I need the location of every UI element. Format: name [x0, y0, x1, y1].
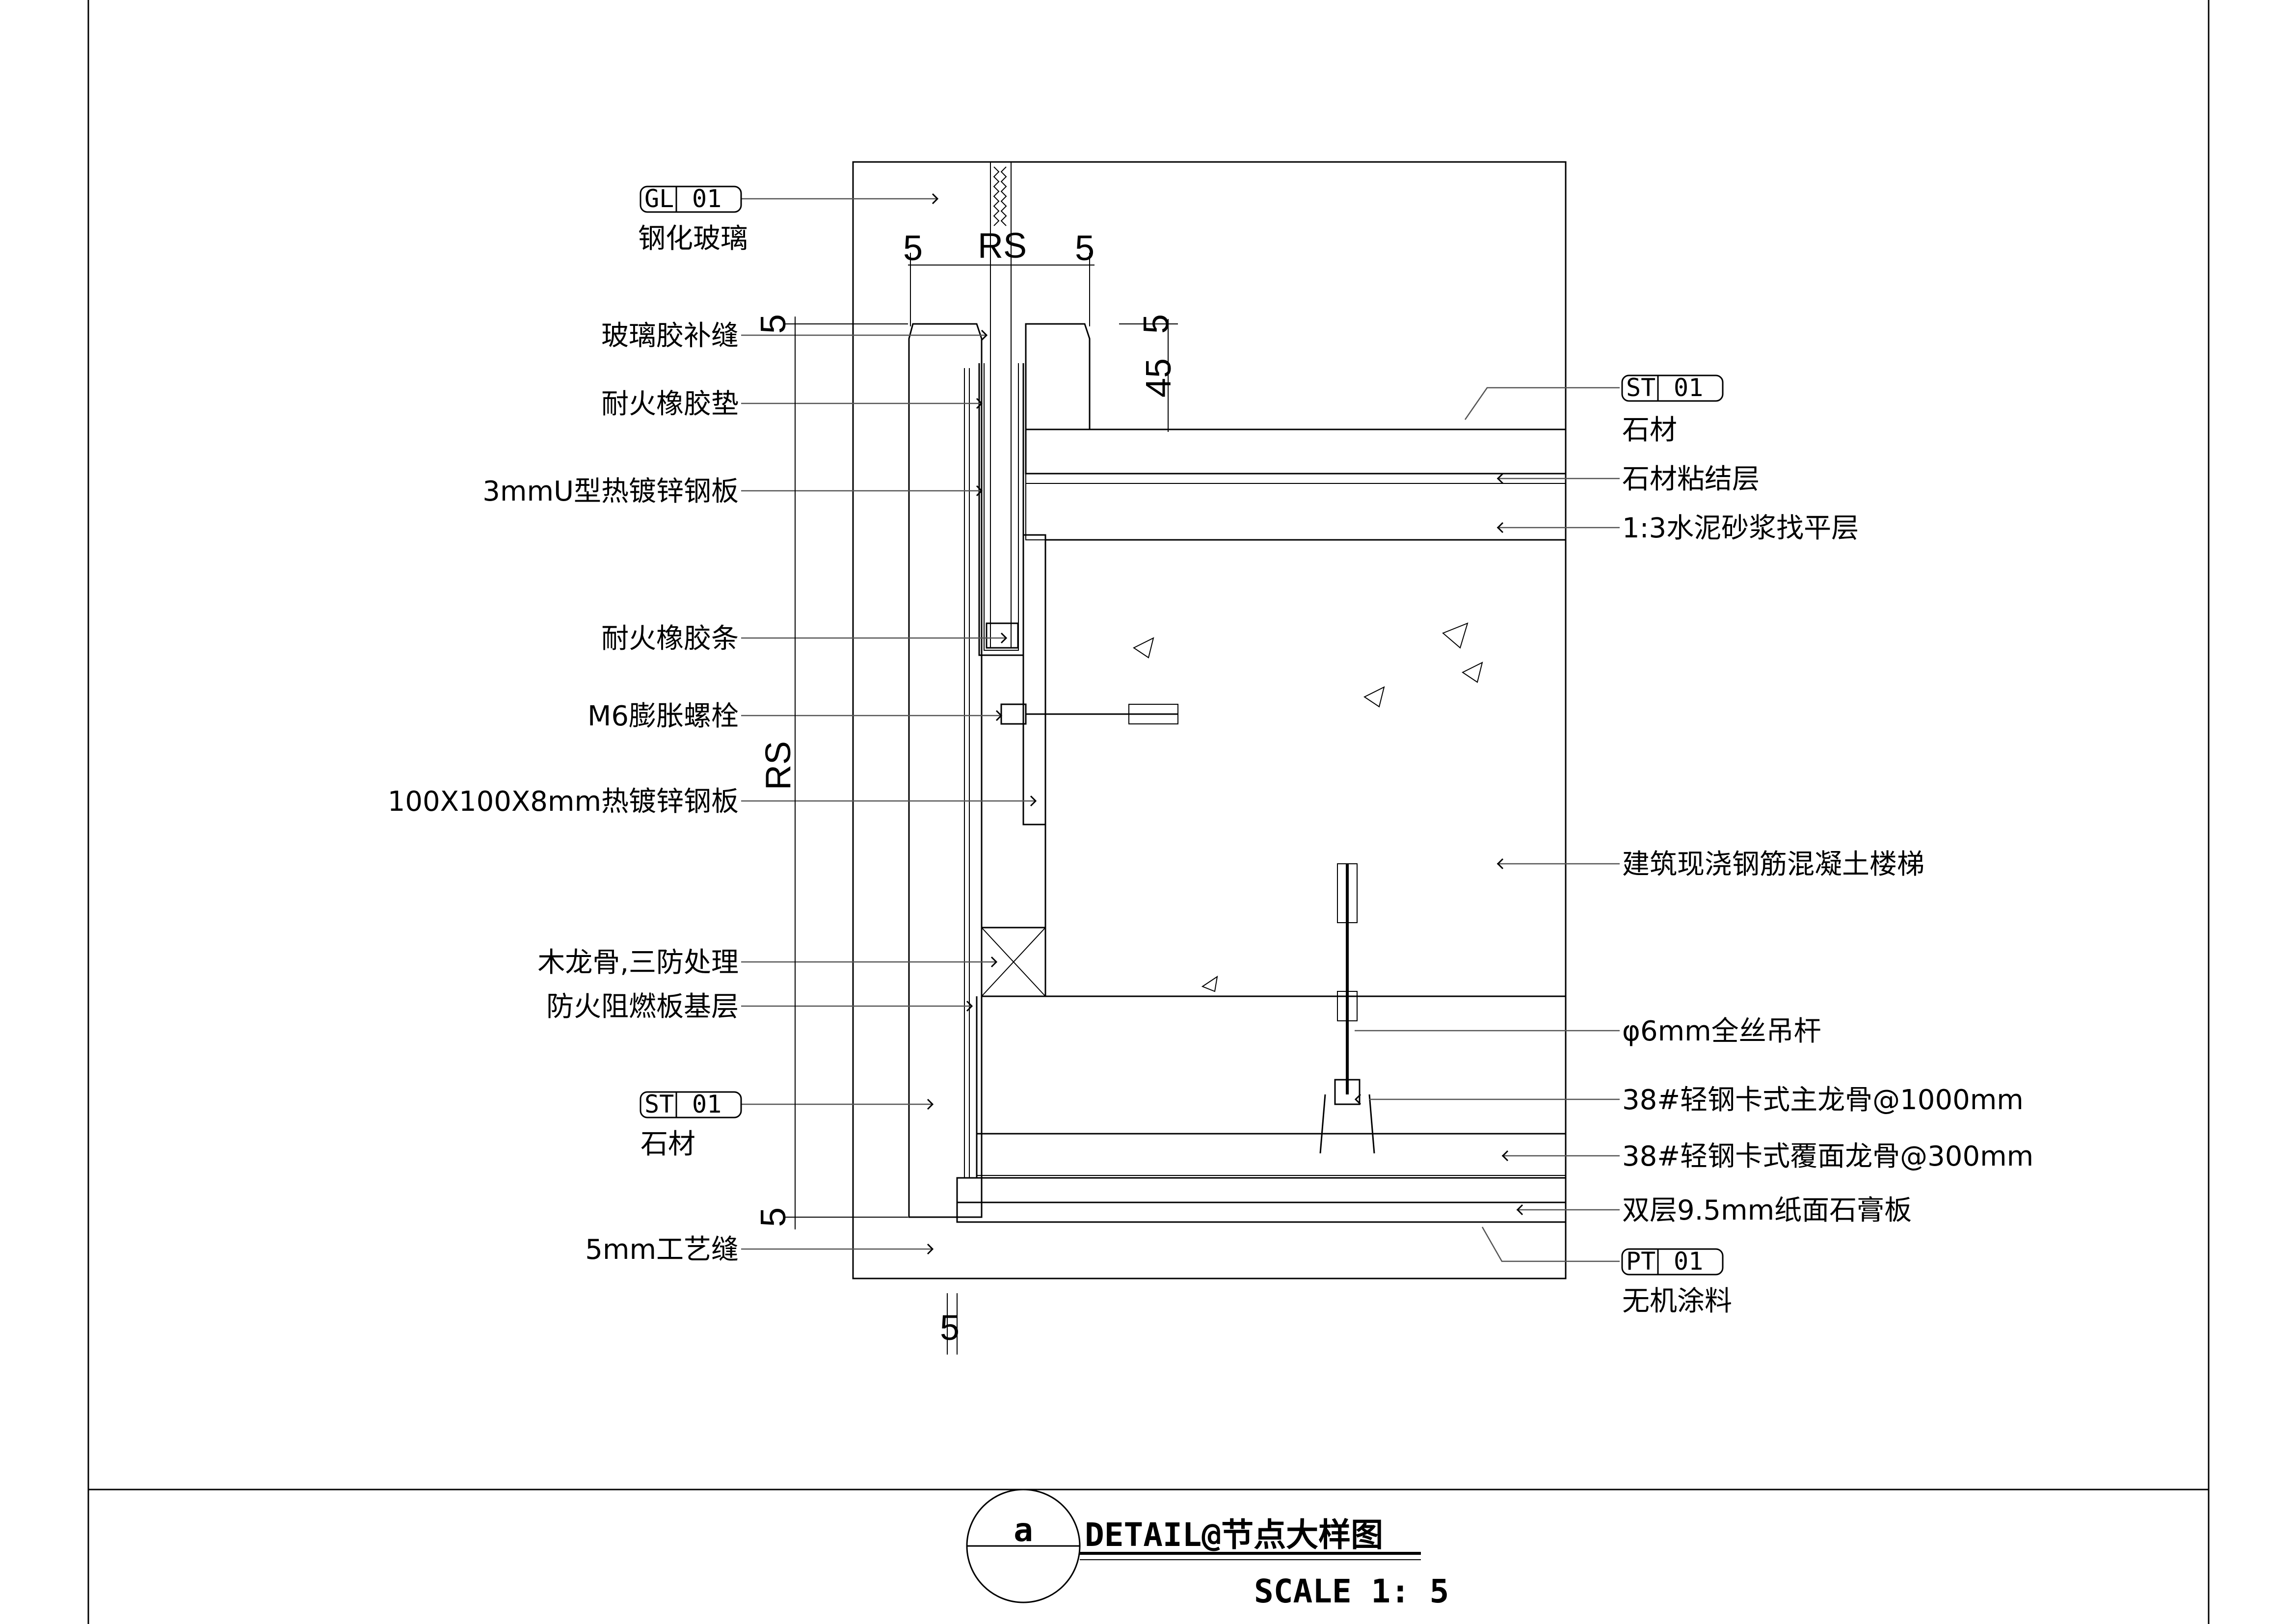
dim-vertical-rs: RS — [759, 741, 798, 790]
detail-title: DETAIL@节点大样图 — [1085, 1516, 1383, 1554]
dim-top-mid: RS — [978, 226, 1027, 266]
tag-st01-right — [1621, 374, 1724, 402]
tag-st01-left — [640, 1091, 742, 1118]
dim-step-small: 5 — [1137, 314, 1176, 334]
sheet-frame — [87, 0, 2210, 1624]
tag-st-code-left: ST — [644, 1090, 674, 1118]
label-tempered-glass: 钢化玻璃 — [638, 223, 748, 255]
dimension-lines — [785, 253, 1178, 1355]
u-steel-channel — [978, 363, 1024, 656]
detail-viewport — [852, 161, 1567, 1279]
mortar-screed — [1025, 483, 1566, 540]
tag-gl-code: GL — [644, 185, 674, 213]
label-fire-rubber-pad: 耐火橡胶垫 — [601, 388, 739, 420]
tag-pt01 — [1621, 1248, 1724, 1276]
tag-st-num-left: 01 — [692, 1090, 721, 1118]
label-glass-sealant: 玻璃胶补缝 — [601, 320, 739, 352]
label-fire-board: 防火阻燃板基层 — [546, 991, 739, 1023]
adhesive-layer — [1025, 473, 1566, 484]
dim-top-left: 5 — [903, 229, 923, 268]
dim-bottom-gap: 5 — [940, 1308, 960, 1348]
label-stone-left: 石材 — [641, 1128, 695, 1160]
right-leaders — [1354, 387, 1620, 1262]
tag-st-code-right: ST — [1626, 373, 1655, 402]
dim-step-big: 45 — [1139, 358, 1178, 398]
label-stone-adhesive: 石材粘结层 — [1622, 463, 1760, 495]
tag-gl-num: 01 — [692, 185, 721, 213]
tag-gl01 — [640, 186, 742, 213]
left-leaders — [741, 193, 1037, 1255]
dim-glass-top: 5 — [754, 314, 793, 334]
label-timber-keel: 木龙骨,三防处理 — [537, 947, 739, 979]
suspended-ceiling — [956, 863, 1567, 1223]
label-main-keel: 38#轻钢卡式主龙骨@1000mm — [1622, 1084, 2024, 1116]
label-gypsum-board: 双层9.5mm纸面石膏板 — [1622, 1195, 1912, 1226]
tag-pt-code: PT — [1626, 1247, 1655, 1276]
left-stone-cladding — [908, 323, 983, 1218]
label-fire-rubber-strip: 耐火橡胶条 — [601, 623, 739, 655]
steel-plate — [1022, 534, 1046, 825]
label-inorganic-paint: 无机涂料 — [1622, 1285, 1732, 1317]
label-cover-keel: 38#轻钢卡式覆面龙骨@300mm — [1622, 1141, 2033, 1172]
label-mortar-screed: 1:3水泥砂浆找平层 — [1622, 512, 1859, 544]
detail-scale: SCALE 1: 5 — [1254, 1572, 1449, 1610]
concrete-stair — [1044, 539, 1567, 997]
dim-top-right: 5 — [1075, 229, 1095, 268]
title-symbol: a — [1014, 1511, 1033, 1549]
label-hanger-rod: φ6mm全丝吊杆 — [1622, 1015, 1821, 1047]
label-m6-bolt: M6膨胀螺栓 — [587, 700, 739, 732]
expansion-bolt — [1000, 703, 1178, 725]
label-stone-right: 石材 — [1622, 414, 1677, 446]
label-u-steel-plate: 3mmU型热镀锌钢板 — [482, 476, 739, 507]
tag-st-num-right: 01 — [1674, 373, 1703, 402]
slot-cap — [1025, 323, 1091, 430]
label-steel-plate: 100X100X8mm热镀锌钢板 — [388, 786, 739, 818]
dim-bottom-left: 5 — [754, 1207, 793, 1227]
stone-floor — [1025, 428, 1567, 475]
tag-pt-num: 01 — [1674, 1247, 1703, 1276]
label-concrete-stair: 建筑现浇钢筋混凝土楼梯 — [1622, 849, 1924, 880]
title-block — [966, 1489, 1421, 1603]
label-craft-gap: 5mm工艺缝 — [585, 1234, 739, 1266]
